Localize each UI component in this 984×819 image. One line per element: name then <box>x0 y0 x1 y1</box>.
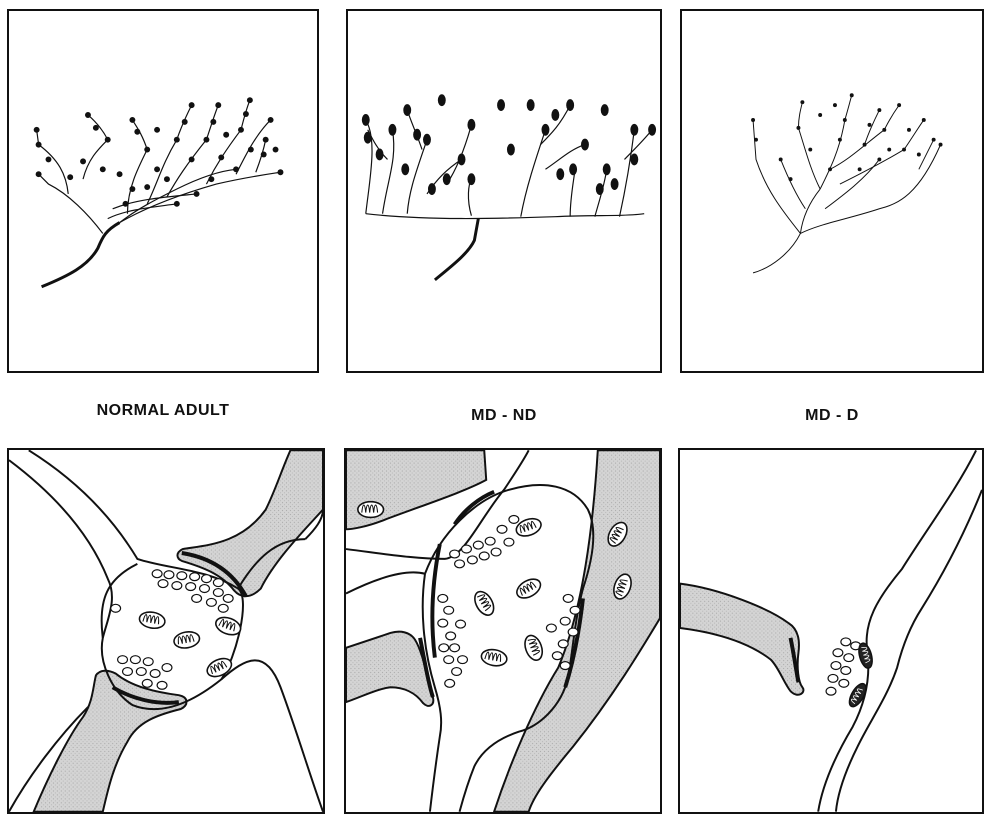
normal-adult-arbor-drawing <box>9 11 317 371</box>
normal-adult-synapse-drawing <box>9 450 323 812</box>
md-d-synapse-drawing <box>680 450 982 812</box>
md-nd-arbor-drawing <box>348 11 660 371</box>
md-d-arbor-drawing <box>682 11 982 371</box>
label-normal-adult: NORMAL ADULT <box>7 402 319 420</box>
normal-adult-arbor-panel <box>7 9 319 373</box>
md-nd-synapse-drawing <box>346 450 660 812</box>
label-md-d: MD - D <box>680 407 984 425</box>
md-nd-arbor-panel <box>346 9 662 373</box>
md-d-arbor-panel <box>680 9 984 373</box>
normal-adult-synapse-panel <box>7 448 325 814</box>
md-nd-synapse-panel <box>344 448 662 814</box>
label-md-nd: MD - ND <box>346 407 662 425</box>
md-d-synapse-panel <box>678 448 984 814</box>
